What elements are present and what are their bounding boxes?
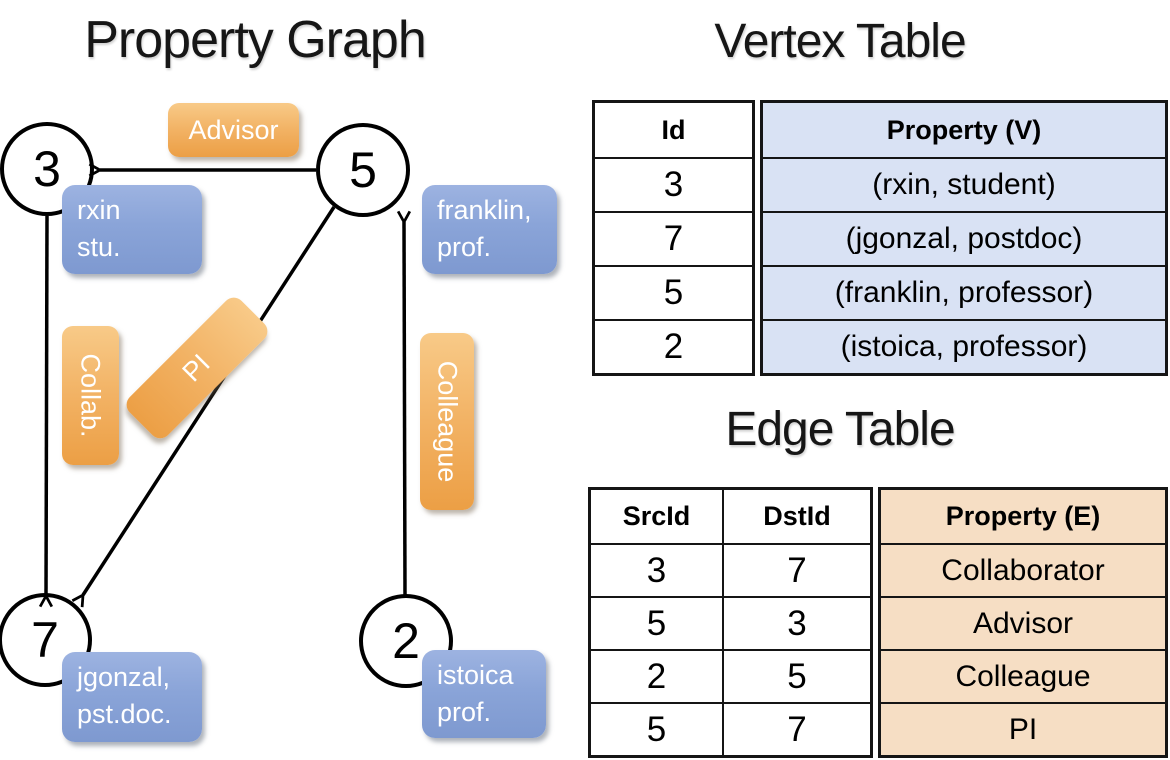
edge-table-dstid-cell: 7 bbox=[722, 543, 870, 596]
edge-table-dstid-cell: 5 bbox=[722, 649, 870, 702]
vertex-table-property-cell: (istoica, professor) bbox=[763, 319, 1165, 373]
vertex-table-id-cell: 7 bbox=[595, 211, 752, 265]
vertex-table-id-cell: 2 bbox=[595, 319, 752, 373]
edge-label-collab: Collab. bbox=[62, 326, 119, 465]
vertex-property-box-franklin: franklin, prof. bbox=[422, 185, 557, 274]
edge-label-text: Colleague bbox=[432, 360, 463, 483]
node-label-line: franklin, bbox=[437, 195, 532, 225]
vertex-table-id-cell: 5 bbox=[595, 265, 752, 319]
graph-node-5: 5 bbox=[316, 123, 410, 217]
edge-table-dstid-cell: 3 bbox=[722, 596, 870, 649]
property-graph-title: Property Graph bbox=[84, 11, 427, 69]
node-label-line: pst.doc. bbox=[77, 699, 172, 729]
vertex-property-box-istoica: istoica prof. bbox=[422, 650, 546, 738]
vertex-table-title: Vertex Table bbox=[714, 15, 966, 68]
edge-collab-3-to-7 bbox=[38, 215, 54, 608]
edge-table-property-cell: PI bbox=[881, 702, 1165, 755]
edge-table-srcid-cell: 5 bbox=[591, 596, 722, 649]
graph-node-7: 7 bbox=[0, 593, 92, 687]
vertex-table-id-header: Id bbox=[661, 114, 686, 145]
vertex-table-property-cell: (jgonzal, postdoc) bbox=[763, 211, 1165, 265]
node-label-line: prof. bbox=[437, 697, 492, 727]
edge-label-text: Advisor bbox=[188, 114, 279, 145]
node-id-label: 5 bbox=[349, 142, 377, 198]
edge-table-property-cell: Colleague bbox=[881, 649, 1165, 702]
node-label-line: rxin bbox=[77, 195, 121, 225]
vertex-table-property-header: Property (V) bbox=[886, 114, 1042, 145]
edge-table-srcid-header: SrcId bbox=[622, 501, 691, 531]
vertex-property-box-jgonzal: jgonzal, pst.doc. bbox=[62, 652, 202, 742]
vertex-table-id-cell: 3 bbox=[595, 157, 752, 211]
node-id-label: 2 bbox=[392, 613, 420, 669]
edge-table-dstid-cell: 7 bbox=[722, 702, 870, 755]
node-label-line: istoica bbox=[437, 660, 514, 690]
vertex-table-property-column: Property (V) (rxin, student) (jgonzal, p… bbox=[760, 100, 1168, 376]
edge-table-title: Edge Table bbox=[725, 403, 955, 456]
node-label-line: jgonzal, bbox=[77, 662, 171, 692]
edge-label-text: Collab. bbox=[76, 353, 107, 438]
edge-label-advisor: Advisor bbox=[168, 103, 299, 157]
edge-label-pi: PI bbox=[122, 293, 272, 443]
edge-table-srcid-cell: 2 bbox=[591, 649, 722, 702]
edge-table-id-columns: SrcId DstId 3 7 5 3 2 5 5 7 bbox=[588, 487, 873, 758]
edge-label-text: PI bbox=[177, 348, 217, 388]
edge-colleague-2-to-5 bbox=[396, 210, 412, 597]
edge-label-colleague: Colleague bbox=[420, 333, 474, 510]
node-id-label: 7 bbox=[31, 612, 59, 668]
node-id-label: 3 bbox=[33, 141, 61, 197]
edge-table-property-column: Property (E) Collaborator Advisor Collea… bbox=[878, 487, 1168, 758]
edge-table-property-cell: Advisor bbox=[881, 596, 1165, 649]
edge-table-dstid-header: DstId bbox=[722, 490, 870, 543]
edge-table-srcid-cell: 5 bbox=[591, 702, 722, 755]
graph-node-3: 3 bbox=[0, 122, 94, 216]
vertex-property-box-rxin: rxin stu. bbox=[62, 185, 202, 274]
node-label-line: prof. bbox=[437, 232, 492, 262]
edge-table-property-header: Property (E) bbox=[945, 501, 1101, 531]
edge-table-srcid-cell: 3 bbox=[591, 543, 722, 596]
vertex-table-property-cell: (franklin, professor) bbox=[763, 265, 1165, 319]
node-label-line: stu. bbox=[77, 232, 121, 262]
edge-table-property-cell: Collaborator bbox=[881, 543, 1165, 596]
vertex-table-property-cell: (rxin, student) bbox=[763, 157, 1165, 211]
vertex-table-id-column: Id 3 7 5 2 bbox=[592, 100, 755, 376]
